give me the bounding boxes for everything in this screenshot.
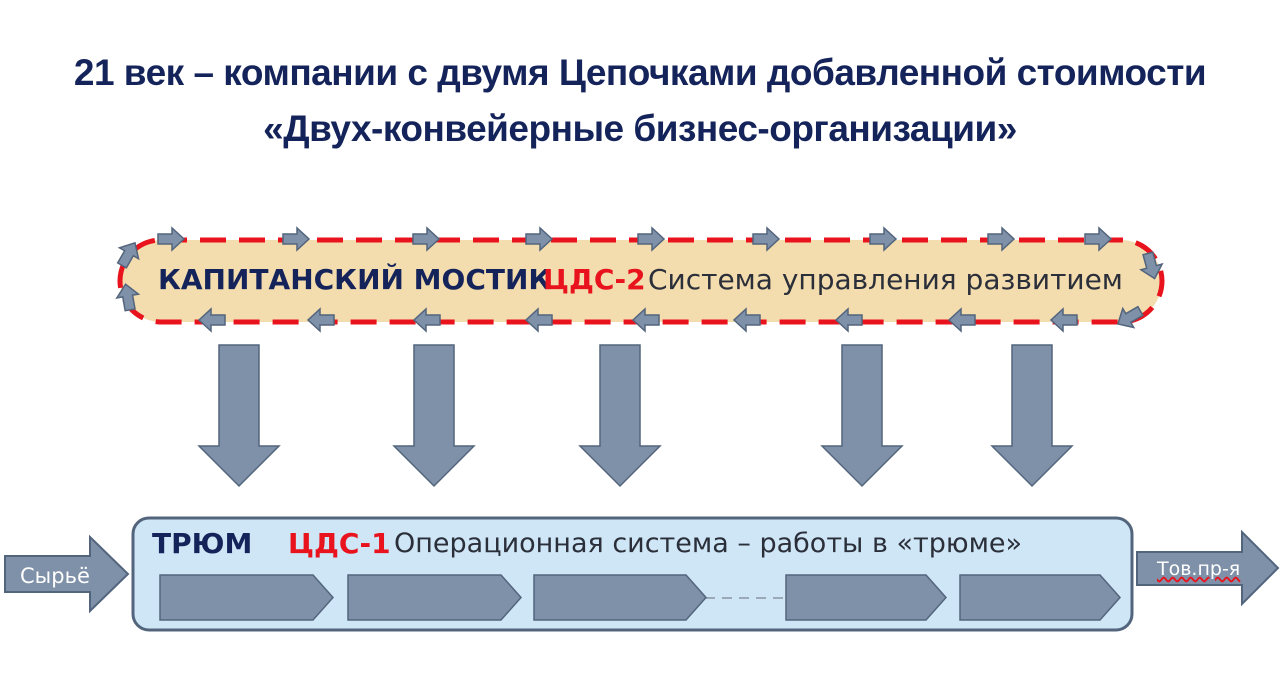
loop-arrow-icon	[869, 226, 898, 252]
loop-arrow-icon	[412, 226, 441, 252]
process-step-chevron	[959, 574, 1122, 621]
loop-arrow-icon	[637, 226, 666, 252]
loop-arrow-icon	[1049, 307, 1078, 333]
bridge-description: Система управления развитием	[648, 263, 1123, 296]
output-label: Тов.пр-я	[1157, 558, 1241, 580]
hold-code: ЦДС-1	[288, 527, 391, 560]
loop-arrow-icon	[197, 307, 226, 333]
down-arrow-icon	[197, 344, 281, 488]
slide-title-line-2: «Двух-конвейерные бизнес-организации»	[263, 108, 1017, 149]
control-flow-arrows	[197, 344, 1074, 488]
loop-arrow-icon	[1139, 251, 1164, 280]
loop-arrow-icon	[525, 226, 554, 252]
process-step-chevron	[347, 574, 523, 621]
bridge-loop-background	[120, 240, 1162, 322]
bridge-name: КАПИТАНСКИЙ МОСТИК	[158, 263, 552, 296]
down-arrow-icon	[392, 344, 476, 488]
down-arrow-icon	[990, 344, 1074, 488]
process-chevrons	[159, 574, 1122, 621]
hold-description: Операционная система – работы в «трюме»	[394, 528, 1023, 559]
down-arrow-icon	[820, 344, 904, 488]
down-arrow-icon	[578, 344, 662, 488]
output-arrow	[1136, 529, 1280, 607]
loop-arrow-icon	[947, 307, 976, 333]
slide-title-line-1: 21 век – компании с двумя Цепочками доба…	[73, 52, 1207, 93]
loop-arrow-icon	[1116, 305, 1144, 329]
loop-arrow-icon	[157, 226, 186, 252]
bridge-code: ЦДС-2	[543, 263, 646, 296]
loop-arrow-icon	[115, 283, 141, 312]
loop-arrow-icon	[834, 307, 863, 333]
loop-arrow-icon	[282, 226, 311, 252]
hold-name: ТРЮМ	[152, 527, 253, 560]
bridge-loop-circulation-arrows	[115, 226, 1164, 333]
process-step-chevron	[159, 574, 335, 621]
loop-arrow-icon	[987, 226, 1016, 252]
input-arrow	[4, 534, 130, 614]
process-step-chevron	[533, 574, 708, 621]
process-step-chevron	[785, 574, 948, 621]
loop-arrow-icon	[1084, 226, 1113, 252]
loop-arrow-icon	[412, 307, 441, 333]
input-label: Сырьё	[20, 564, 90, 588]
loop-arrow-icon	[732, 307, 761, 333]
loop-arrow-icon	[306, 307, 335, 333]
loop-arrow-icon	[116, 241, 140, 269]
loop-arrow-icon	[631, 307, 660, 333]
loop-arrow-icon	[524, 307, 553, 333]
loop-arrow-icon	[752, 226, 781, 252]
